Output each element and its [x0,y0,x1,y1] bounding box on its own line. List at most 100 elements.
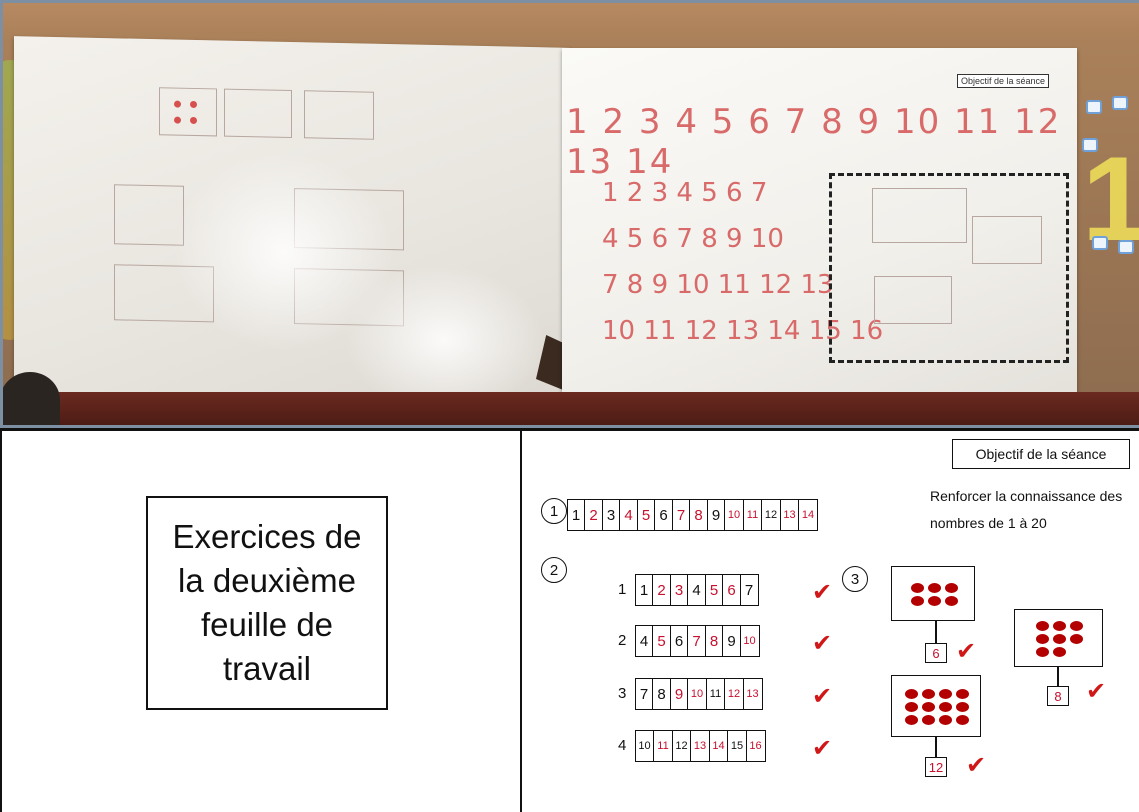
dot-group-box [891,566,975,621]
number-cell: 4 [619,499,638,531]
counting-dot [1053,634,1066,644]
counting-dot [905,715,918,725]
counting-dot [1036,647,1049,657]
title-line: la deuxième [178,562,356,599]
dot-group-box [891,675,981,737]
number-cell: 8 [689,499,708,531]
objective-title: Objectif de la séance [952,439,1130,469]
whiteboard-photo: 1 Objectif de la séance 1 2 3 4 5 6 7 8 … [0,0,1139,428]
counting-dot [1053,647,1066,657]
row-label: 1 [618,581,627,598]
number-cell: 3 [669,574,689,606]
counting-dot [956,689,969,699]
number-cell: 11 [742,499,763,531]
number-cell: 2 [652,574,671,606]
number-cell: 14 [798,499,818,531]
number-cell: 8 [704,625,724,657]
number-cell: 7 [671,499,691,531]
wall-sticker [1112,96,1128,110]
connector-line [935,737,937,757]
counting-dot [905,702,918,712]
counting-dot [910,596,924,606]
number-cell: 9 [722,625,741,657]
counting-dot [927,596,941,606]
number-cell: 10 [739,625,760,657]
number-cell: 6 [654,499,673,531]
exercise-number-badge: 1 [541,498,567,524]
checkmark-icon: ✔ [812,578,833,606]
number-cell: 3 [601,499,621,531]
number-cell: 14 [708,730,729,762]
number-cell: 10 [724,499,744,531]
counting-dot [956,715,969,725]
checkmark-icon: ✔ [1086,677,1107,705]
counting-dot [922,702,935,712]
counting-dot [939,715,952,725]
board-drawing [874,276,952,324]
number-cell: 10 [634,730,655,762]
number-cell: 12 [724,678,744,710]
number-cell: 12 [671,730,692,762]
number-cell: 7 [739,574,759,606]
whiteboard-right: Objectif de la séance 1 2 3 4 5 6 7 8 9 … [562,48,1077,414]
counting-dot [1070,621,1083,631]
checkmark-icon: ✔ [812,682,833,710]
number-cell: 8 [652,678,671,710]
counting-dot [1053,621,1066,631]
counting-dot [910,583,924,593]
floor [0,392,1139,428]
number-cell: 9 [706,499,726,531]
checkmark-icon: ✔ [956,637,977,665]
number-cell: 12 [761,499,781,531]
counting-dot [922,689,935,699]
highlight-dashed-box [829,173,1069,363]
wall-sticker [1118,240,1134,254]
wall-sticker [1092,236,1108,250]
number-cell: 9 [669,678,689,710]
board-drawing [972,216,1042,264]
title-line: feuille de [200,606,334,643]
counting-dot [1070,634,1083,644]
objective-text: Renforcer la connaissance des nombres de… [930,488,1123,531]
row-label: 4 [618,737,627,754]
board-drawing [872,188,967,243]
counting-dot [927,583,941,593]
counting-dot [905,689,918,699]
exercise-number-badge: 2 [541,557,567,583]
number-cell: 4 [687,574,706,606]
counting-dot [1036,634,1049,644]
number-cell: 7 [634,678,654,710]
checkmark-icon: ✔ [966,751,987,779]
number-cell: 13 [742,678,763,710]
board-number-line: 1 2 3 4 5 6 7 8 9 10 11 12 13 14 [566,102,1062,182]
row-label: 3 [618,685,627,702]
connector-line [1057,667,1059,686]
counting-dot [944,583,958,593]
number-cell: 1 [566,499,586,531]
number-cell: 2 [584,499,603,531]
answer-box: 8 [1047,686,1069,706]
exercise-panel: Objectif de la séance Renforcer la conna… [522,428,1139,812]
row-label: 2 [618,632,627,649]
counting-dot [956,702,969,712]
worksheet-title-box: Exercices de la deuxième feuille de trav… [146,496,388,710]
dot-group-box [1014,609,1103,667]
counting-dot [944,596,958,606]
number-cell: 7 [687,625,706,657]
number-cell: 5 [636,499,656,531]
student-head [0,372,60,428]
number-cell: 6 [669,625,689,657]
wall-sticker [1082,138,1098,152]
connector-line [935,621,937,643]
number-cell: 15 [727,730,747,762]
number-cell: 13 [690,730,710,762]
checkmark-icon: ✔ [812,734,833,762]
title-line: travail [222,650,312,687]
number-cell: 11 [705,678,726,710]
